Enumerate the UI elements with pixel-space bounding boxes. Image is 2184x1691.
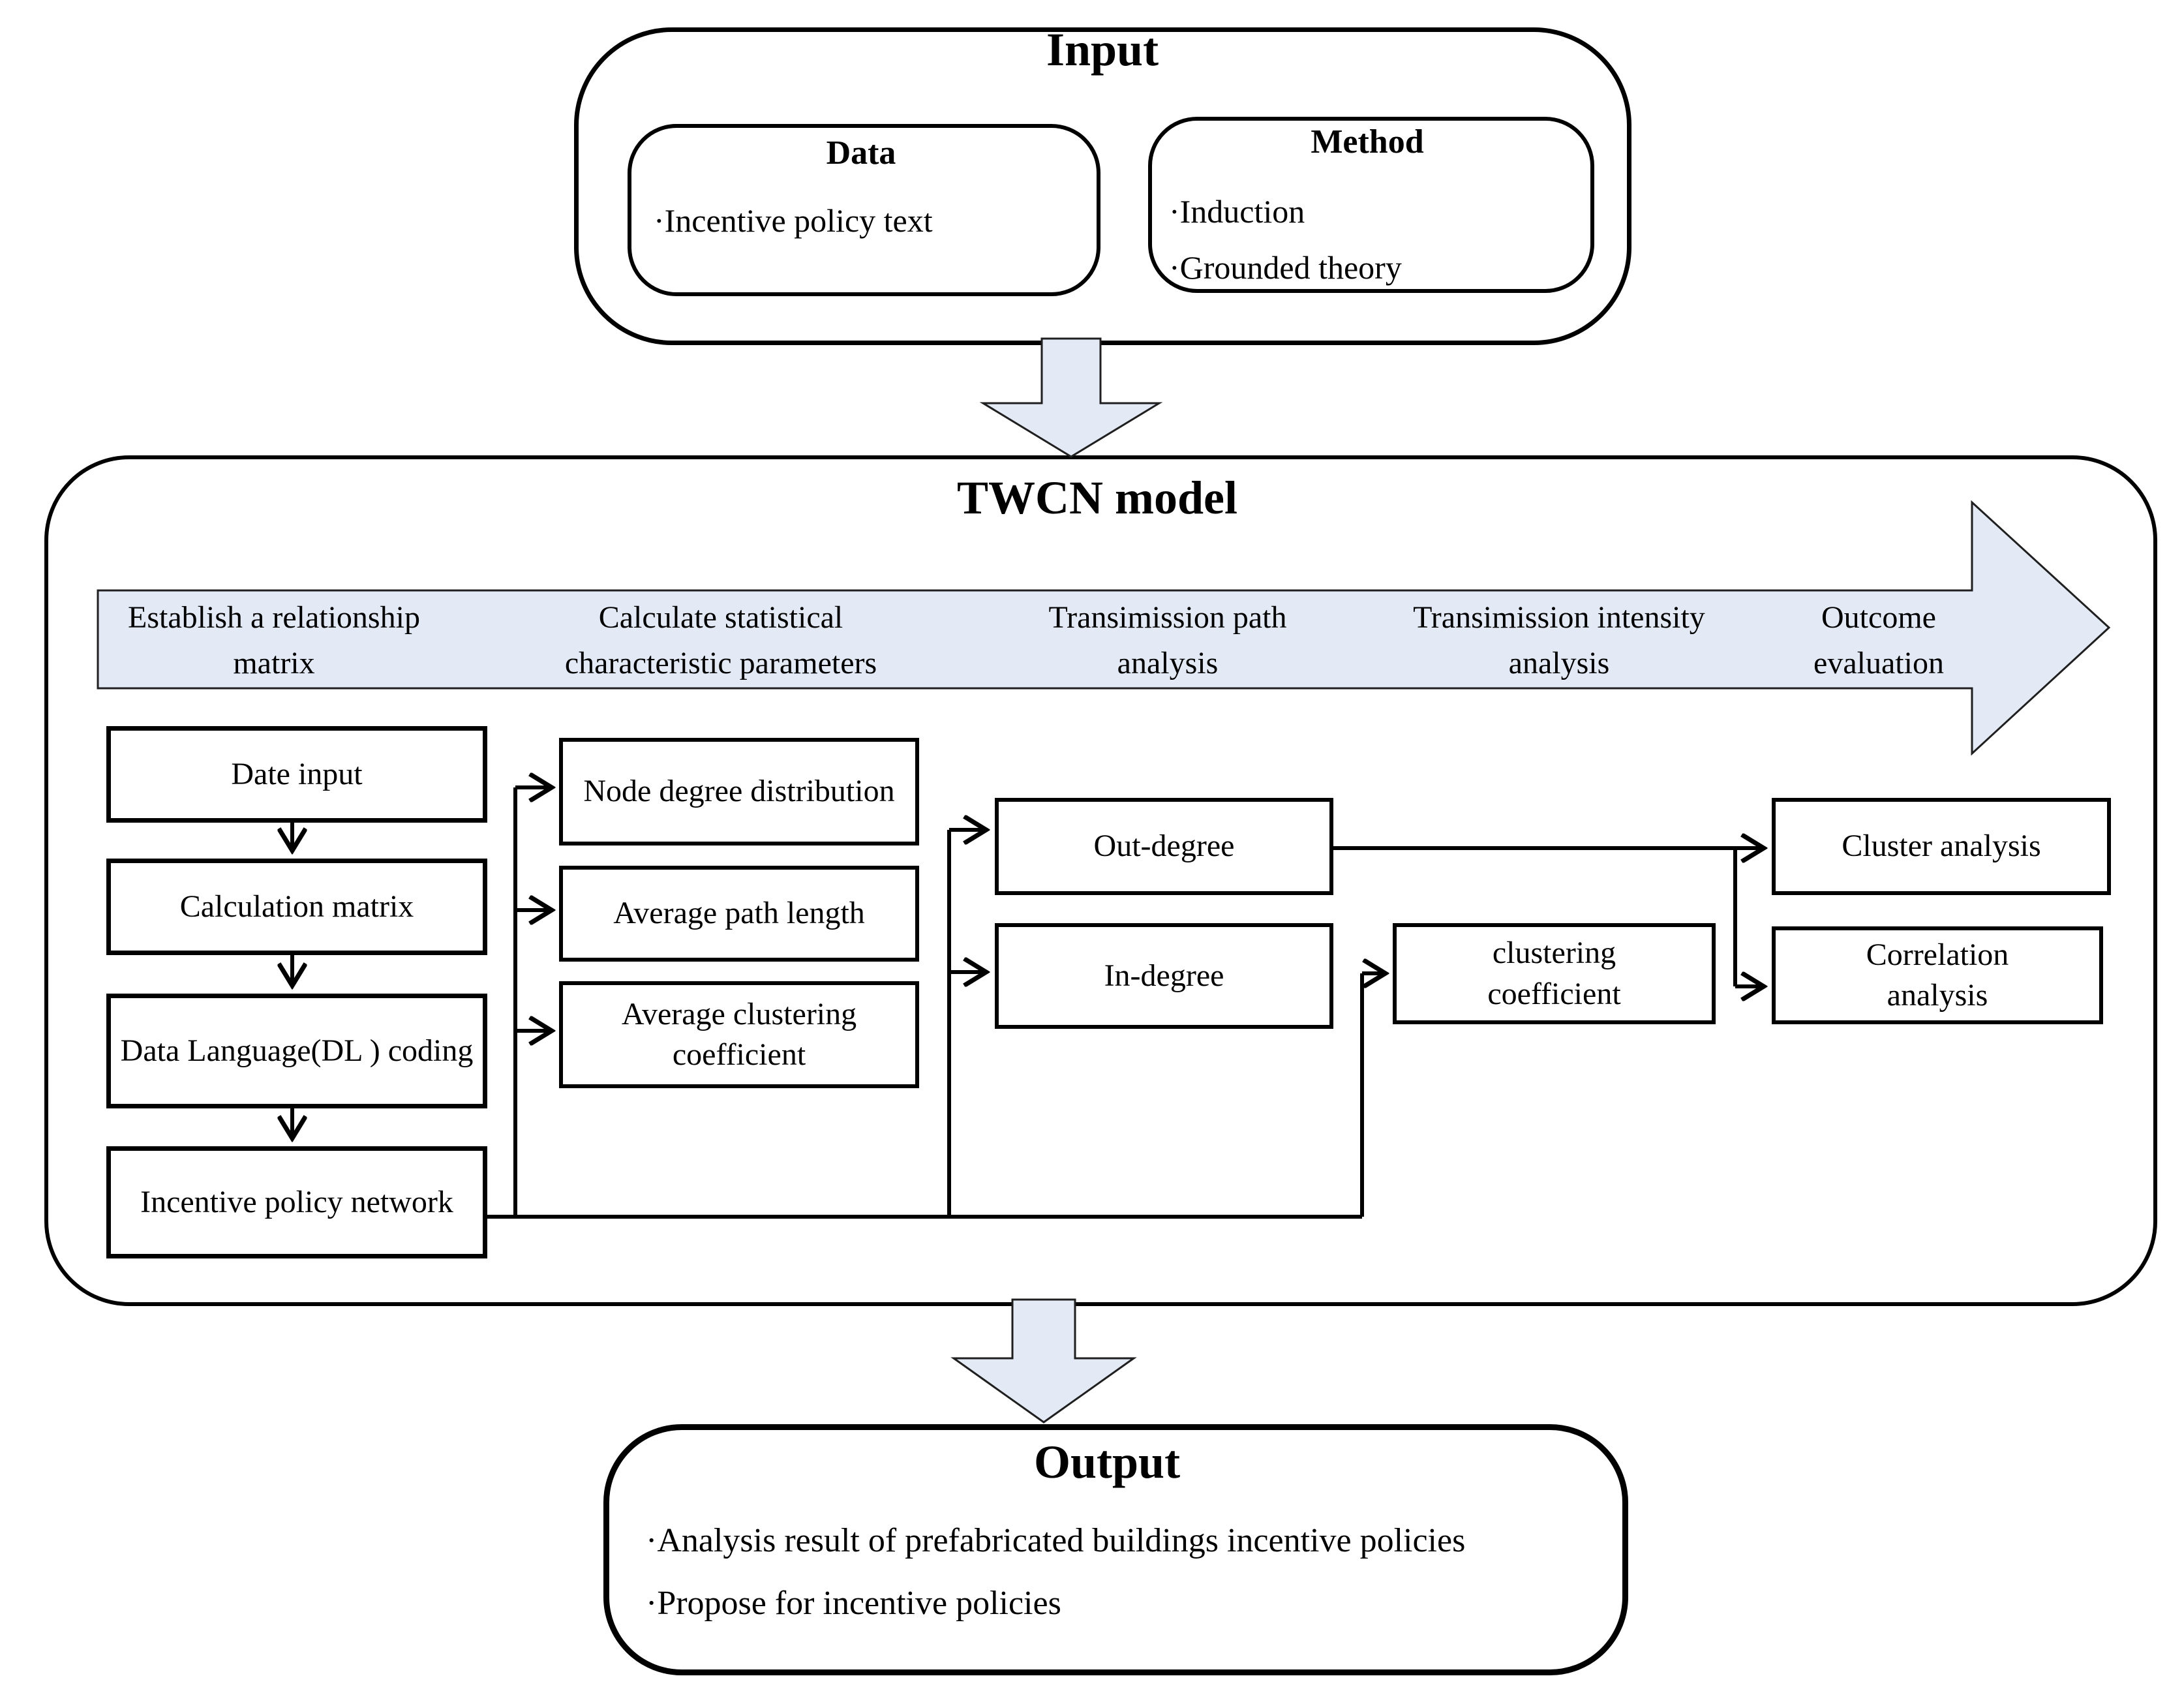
input-title: Input [1046, 23, 1159, 76]
box-date-input: Date input [106, 726, 487, 823]
method-box [1148, 117, 1594, 293]
box-calculation-matrix: Calculation matrix [106, 859, 487, 955]
down-arrow-input-to-model [979, 337, 1163, 458]
twcn-model-title: TWCN model [957, 472, 1237, 524]
method-box-item-grounded-theory: ·Grounded theory [1169, 249, 1402, 286]
output-title: Output [1033, 1436, 1181, 1488]
process-step-outcome-evaluation: Outcome evaluation [1813, 600, 1944, 680]
process-step-establish-matrix: Establish a relationship matrix [128, 600, 420, 680]
box-cluster-analysis: Cluster analysis [1772, 798, 2111, 895]
output-item-analysis-result: ·Analysis result of prefabricated buildi… [646, 1522, 1466, 1559]
method-box-title: Method [1311, 123, 1424, 160]
box-data-language-coding: Data Language(DL ) coding [106, 994, 487, 1108]
output-container [603, 1424, 1628, 1675]
box-node-degree-distribution: Node degree distribution [559, 738, 919, 846]
box-out-degree: Out-degree [995, 798, 1333, 895]
box-average-clustering-coefficient: Average clustering coefficient [559, 981, 919, 1088]
box-in-degree: In-degree [995, 923, 1333, 1029]
box-correlation-analysis: Correlation analysis [1772, 926, 2103, 1024]
box-clustering-coefficient: clustering coefficient [1393, 923, 1716, 1024]
down-arrow-model-to-output [950, 1298, 1137, 1424]
process-step-transmission-path: Transimission path analysis [1048, 600, 1287, 680]
output-item-propose: ·Propose for incentive policies [646, 1585, 1061, 1622]
box-incentive-policy-network: Incentive policy network [106, 1146, 487, 1258]
process-step-transmission-intensity: Transimission intensity analysis [1413, 600, 1705, 680]
data-box [628, 124, 1100, 296]
input-container [574, 27, 1631, 345]
data-box-item: ·Incentive policy text [654, 202, 933, 239]
data-box-title: Data [826, 134, 896, 172]
process-banner-arrow [97, 500, 2111, 756]
box-average-path-length: Average path length [559, 866, 919, 962]
method-box-item-induction: ·Induction [1169, 193, 1305, 230]
process-step-calculate-parameters: Calculate statistical characteristic par… [564, 600, 877, 680]
twcn-model-container [44, 455, 2157, 1306]
